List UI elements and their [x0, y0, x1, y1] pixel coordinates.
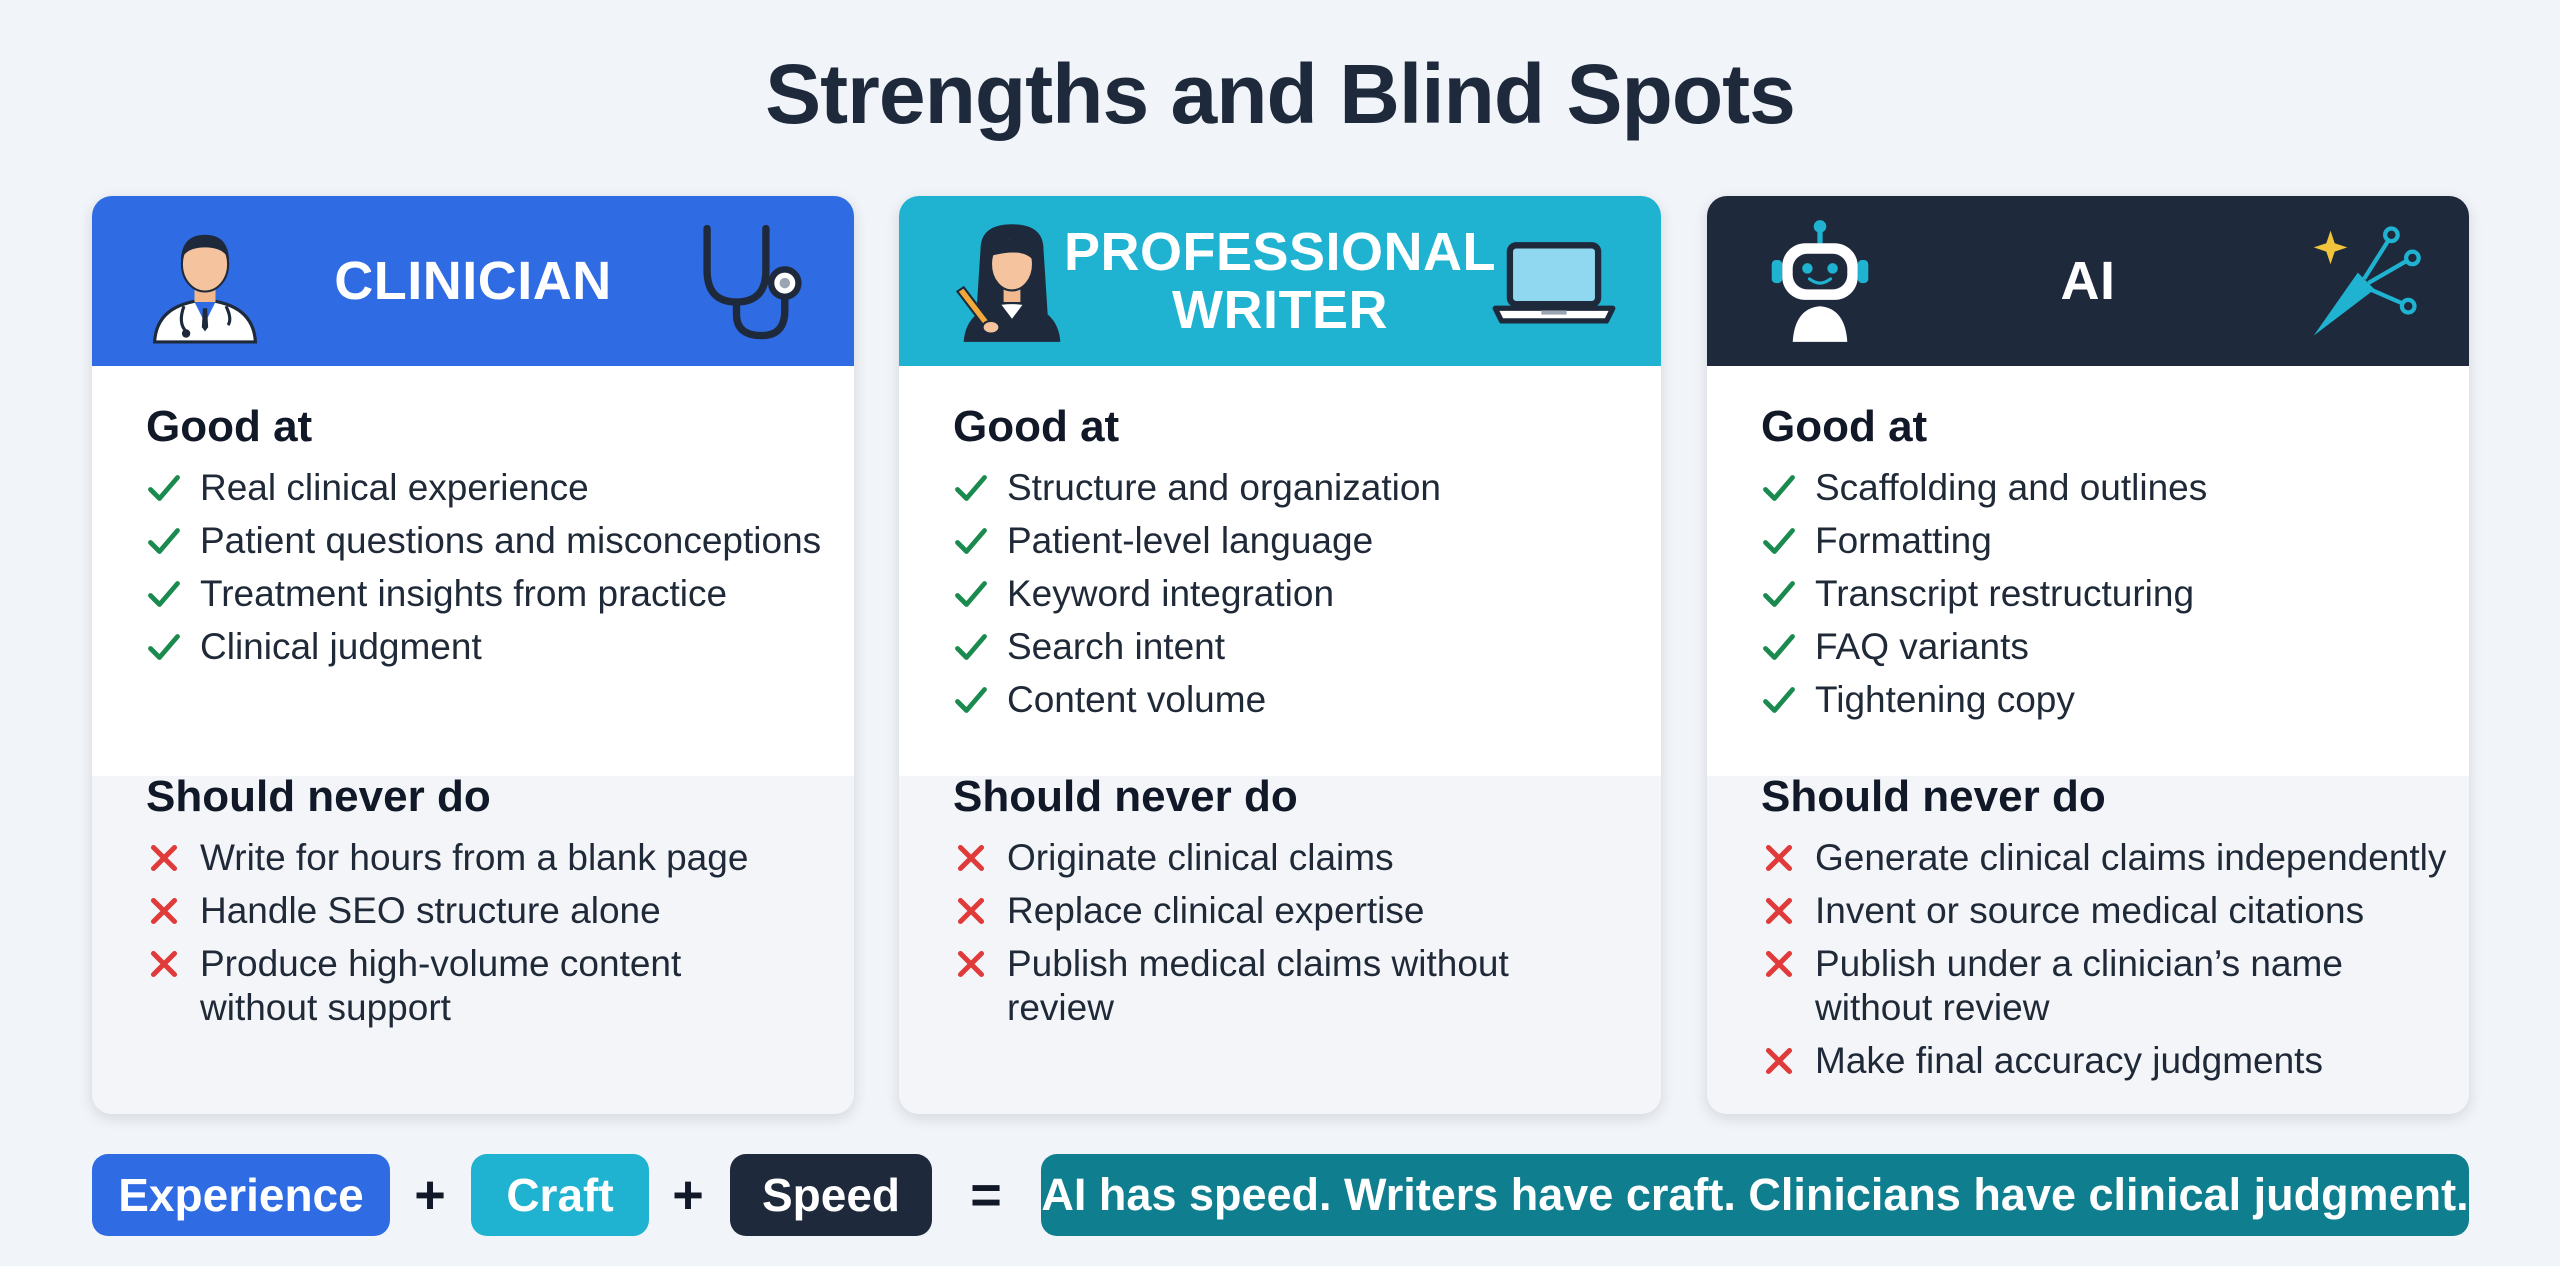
- plus-sign: +: [672, 1165, 704, 1225]
- check-icon: [955, 528, 987, 554]
- check-icon: [1763, 687, 1795, 713]
- list-item: Formatting: [1761, 519, 2207, 563]
- list-item: Replace clinical expertise: [953, 889, 1509, 933]
- speed-pill: Speed: [730, 1154, 932, 1236]
- ai-never-section: [1707, 776, 2469, 1114]
- list-item: Tightening copy: [1761, 678, 2207, 722]
- plus-sign: +: [414, 1165, 446, 1225]
- clinician-title: CLINICIAN: [334, 251, 612, 311]
- stethoscope-icon: [703, 224, 802, 340]
- cross-icon: [1765, 897, 1793, 925]
- page-title: Strengths and Blind Spots: [765, 47, 1796, 141]
- ai-good-block: Good at Scaffolding and outlines Formatt…: [1761, 402, 2207, 731]
- cross-icon: [150, 897, 178, 925]
- list-item: Structure and organization: [953, 466, 1441, 510]
- clinician-good-block: Good at Real clinical experience Patient…: [146, 402, 821, 678]
- ai-card: AI Good at Scaffolding and outlines Form…: [1707, 196, 2469, 1114]
- check-icon: [955, 581, 987, 607]
- doctor-icon: [152, 234, 258, 344]
- list-item: Generate clinical claims independently: [1761, 836, 2446, 880]
- footer-equation: Experience + Craft + Speed = AI has spee…: [0, 1154, 2560, 1236]
- good-at-list: Real clinical experience Patient questio…: [146, 466, 821, 669]
- check-icon: [148, 634, 180, 660]
- list-item: Content volume: [953, 678, 1441, 722]
- list-item: Clinical judgment: [146, 625, 821, 669]
- should-never-list: Generate clinical claims independently I…: [1761, 836, 2446, 1083]
- should-never-list: Originate clinical claims Replace clinic…: [953, 836, 1509, 1030]
- list-item: Make final accuracy judgments: [1761, 1039, 2446, 1083]
- ai-never-block: Should never do Generate clinical claims…: [1761, 772, 2446, 1092]
- writer-good-block: Good at Structure and organization Patie…: [953, 402, 1441, 731]
- check-icon: [148, 475, 180, 501]
- list-item: Search intent: [953, 625, 1441, 669]
- check-icon: [1763, 581, 1795, 607]
- ai-title: AI: [2060, 251, 2116, 311]
- robot-icon: [1771, 220, 1869, 342]
- cross-icon: [957, 897, 985, 925]
- clinician-card: CLINICIAN Good at Real clinical experien…: [92, 196, 854, 1114]
- craft-pill: Craft: [471, 1154, 649, 1236]
- check-icon: [1763, 634, 1795, 660]
- writer-never-block: Should never do Originate clinical claim…: [953, 772, 1509, 1039]
- check-icon: [955, 634, 987, 660]
- should-never-heading: Should never do: [1761, 772, 2106, 821]
- list-item: Handle SEO structure alone: [146, 889, 748, 933]
- list-item: Invent or source medical citations: [1761, 889, 2446, 933]
- cross-icon: [150, 844, 178, 872]
- equals-sign: =: [970, 1165, 1002, 1225]
- should-never-heading: Should never do: [146, 772, 491, 821]
- cross-icon: [957, 844, 985, 872]
- writer-never-section: [899, 776, 1661, 1114]
- list-item: Write for hours from a blank page: [146, 836, 748, 880]
- cross-icon: [1765, 950, 1793, 978]
- check-icon: [148, 528, 180, 554]
- check-icon: [1763, 475, 1795, 501]
- list-item: Keyword integration: [953, 572, 1441, 616]
- list-item: Treatment insights from practice: [146, 572, 821, 616]
- experience-pill: Experience: [92, 1154, 390, 1236]
- cross-icon: [957, 950, 985, 978]
- list-item: FAQ variants: [1761, 625, 2207, 669]
- good-at-list: Scaffolding and outlines Formatting Tran…: [1761, 466, 2207, 722]
- cross-icon: [1765, 844, 1793, 872]
- cross-icon: [150, 950, 178, 978]
- list-item: Originate clinical claims: [953, 836, 1509, 880]
- check-icon: [148, 581, 180, 607]
- list-item: Transcript restructuring: [1761, 572, 2207, 616]
- writer-icon: [955, 224, 1061, 342]
- magic-wand-icon: [2313, 226, 2421, 336]
- good-at-heading: Good at: [146, 402, 313, 451]
- cross-icon: [1765, 1047, 1793, 1075]
- list-item: Scaffolding and outlines: [1761, 466, 2207, 510]
- list-item: Patient-level language: [953, 519, 1441, 563]
- laptop-icon: [1492, 242, 1616, 324]
- clinician-never-section: [92, 776, 854, 1114]
- good-at-heading: Good at: [953, 402, 1120, 451]
- good-at-list: Structure and organization Patient-level…: [953, 466, 1441, 722]
- writer-card: PROFESSIONAL WRITER Good at Structure an…: [899, 196, 1661, 1114]
- check-icon: [1763, 528, 1795, 554]
- check-icon: [955, 687, 987, 713]
- check-icon: [955, 475, 987, 501]
- good-at-heading: Good at: [1761, 402, 1928, 451]
- writer-title: PROFESSIONAL WRITER: [1063, 222, 1497, 340]
- clinician-never-block: Should never do Write for hours from a b…: [146, 772, 748, 1039]
- writer-header: PROFESSIONAL WRITER: [899, 196, 1661, 366]
- should-never-list: Write for hours from a blank page Handle…: [146, 836, 748, 1030]
- summary-banner: AI has speed. Writers have craft. Clinic…: [1041, 1154, 2469, 1236]
- clinician-header: CLINICIAN: [92, 196, 854, 366]
- ai-header: AI: [1707, 196, 2469, 366]
- list-item: Real clinical experience: [146, 466, 821, 510]
- should-never-heading: Should never do: [953, 772, 1298, 821]
- list-item: Patient questions and misconceptions: [146, 519, 821, 563]
